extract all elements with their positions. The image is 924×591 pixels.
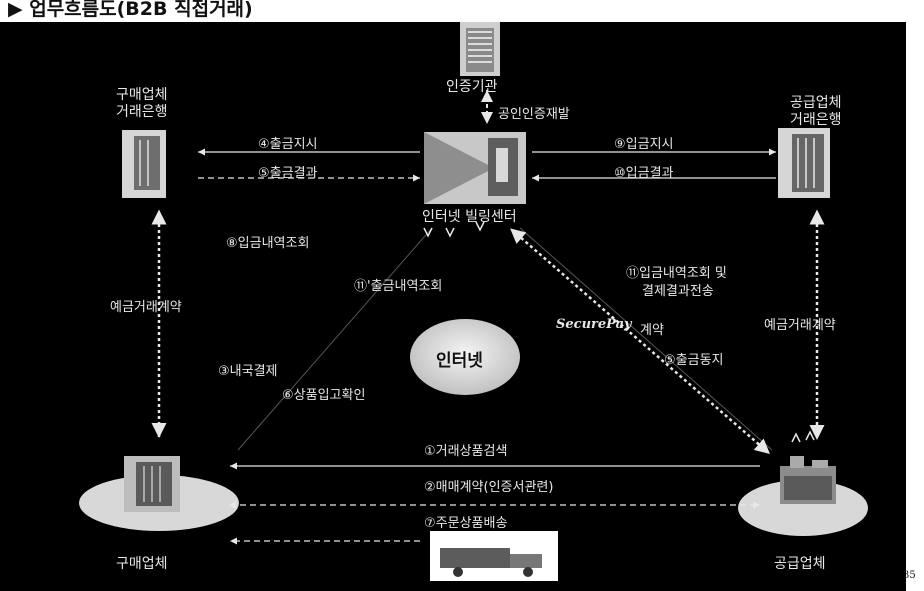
buyer-label: 구매업체: [116, 556, 168, 572]
e7-label: ⑦주문상품배송: [424, 516, 508, 531]
buyer-bank-building-icon: [122, 130, 166, 198]
cert-building-icon: [460, 22, 500, 76]
buyer-building-icon: [124, 456, 180, 512]
billing-center-building-icon: [424, 132, 526, 204]
supplier-factory-icon: [780, 456, 836, 504]
right-margin: [906, 22, 924, 591]
cert-label: 인증기관: [446, 79, 498, 95]
left-triangle-edge: [237, 227, 433, 451]
e11-label-line1: ⑪입금내역조회 및: [626, 266, 727, 281]
e9-label: ⑨입금지시: [614, 137, 674, 152]
e11-prime-label: ⑪'출금내역조회: [354, 279, 443, 294]
billing-center-label: 인터넷 빌링센터: [422, 209, 517, 225]
securepay-label: SecurePay: [556, 317, 632, 332]
deposit-left-label: 예금거래계약: [110, 300, 182, 315]
slide-title: ▶ 업무흐름도(B2B 직접거래): [8, 0, 253, 20]
e2-label: ②매매계약(인증서관련): [424, 480, 554, 495]
internet-label: 인터넷: [436, 351, 483, 371]
billing-down-arrows: [423, 221, 485, 238]
e5-label: ⑤출금결과: [258, 166, 318, 181]
e11-label-line2: 결제결과전송: [642, 284, 714, 299]
title-bar: ▶ 업무흐름도(B2B 직접거래): [0, 0, 924, 22]
e6-label: ⑥상품입고확인: [282, 388, 366, 403]
e4-label: ④출금지시: [258, 137, 318, 152]
cert-reissue-label: 공인인증재발: [498, 107, 570, 122]
supplier-up-arrows: [791, 430, 815, 443]
contract-label: 계약: [640, 323, 664, 338]
page-number: 35: [903, 570, 916, 581]
delivery-truck-icon: [430, 531, 558, 581]
supplier-label: 공급업체: [774, 556, 826, 572]
e8-label: ⑧입금내역조회: [226, 236, 310, 251]
buyer-bank-label-line1: 구매업체: [116, 87, 168, 103]
supplier-bank-label-line2: 거래은행: [790, 112, 842, 128]
supplier-bank-label-line1: 공급업체: [790, 95, 842, 111]
buyer-bank-label-line2: 거래은행: [116, 104, 168, 120]
e10-label: ⑩입금결과: [614, 166, 674, 181]
e1-label: ①거래상품검색: [424, 444, 508, 459]
securepay-arrow: [510, 228, 771, 455]
supplier-bank-building-icon: [778, 128, 830, 198]
deposit-right-label: 예금거래계약: [764, 318, 836, 333]
internet-ellipse: [410, 319, 520, 395]
e3-label: ③내국결제: [218, 364, 278, 379]
e5b-label: ⑤출금동지: [664, 353, 724, 368]
